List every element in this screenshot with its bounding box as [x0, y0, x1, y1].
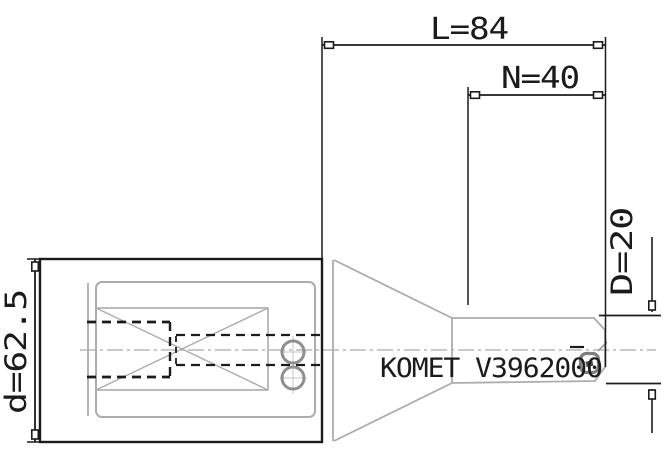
- tool-part-number-label: KOMET V3962000: [380, 353, 602, 384]
- arrowhead-top: [647, 300, 657, 311]
- arrowhead-top: [30, 261, 40, 272]
- insert-screw-slot: [585, 360, 594, 368]
- arrowhead-right: [592, 40, 604, 50]
- lower-hole-circle: [280, 365, 306, 391]
- cone-bottom-edge: [333, 382, 453, 442]
- arrowhead-left: [469, 91, 481, 100]
- dimension-body-diameter: d=62.5: [0, 258, 44, 443]
- upper-hole-circle: [280, 339, 306, 365]
- dimension-label-overall-length: L=84: [430, 12, 508, 47]
- dimension-label-body-diameter: d=62.5: [0, 290, 33, 414]
- dimension-overall-length: L=84: [321, 12, 607, 367]
- cone-top-edge: [333, 259, 453, 319]
- dimension-label-shank-diameter: D=20: [605, 208, 639, 296]
- arrowhead-bottom: [647, 389, 657, 400]
- dimension-shank-diameter: D=20: [599, 208, 661, 433]
- arrowhead-left: [323, 40, 335, 50]
- dimension-neck-length: N=40: [467, 61, 605, 305]
- arrowhead-right: [592, 91, 604, 100]
- hidden-lines: [87, 320, 322, 379]
- insert-detail: [570, 341, 608, 375]
- dimension-label-neck-length: N=40: [501, 61, 579, 96]
- cross-frame: [95, 307, 269, 391]
- arrowhead-bottom: [30, 429, 40, 440]
- body-outline: [38, 257, 324, 444]
